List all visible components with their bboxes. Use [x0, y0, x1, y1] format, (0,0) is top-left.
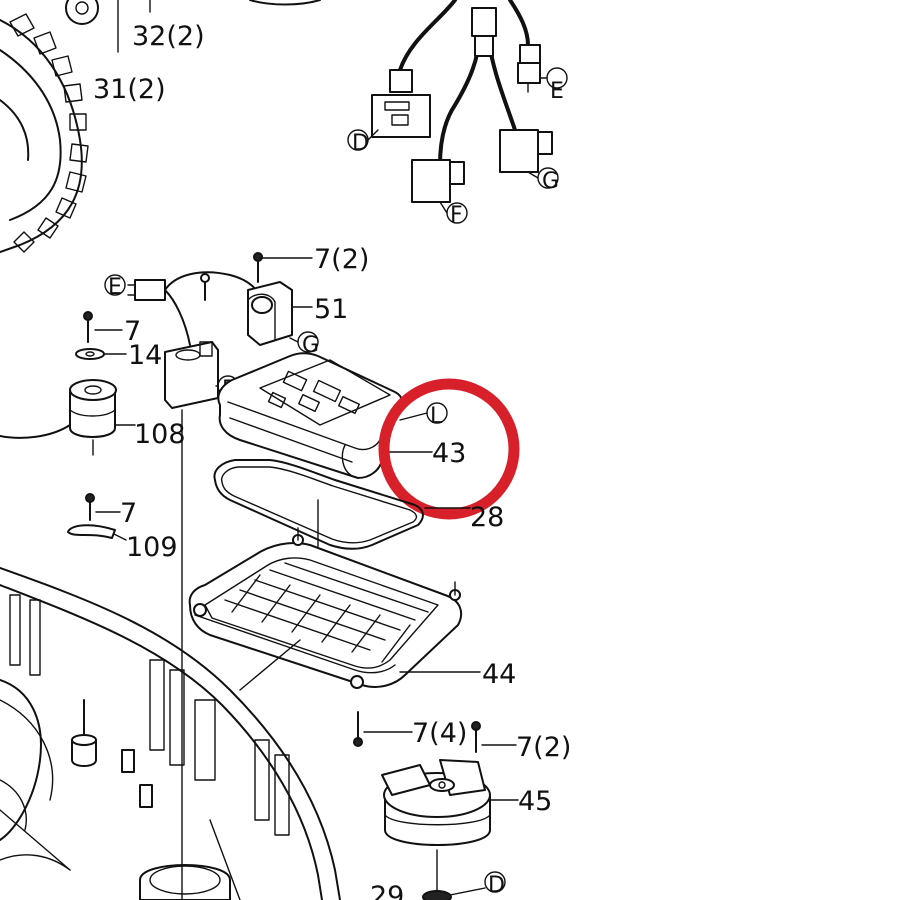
- svg-text:G: G: [302, 333, 319, 358]
- screw-7-2b: [471, 721, 517, 753]
- label-14: 14: [128, 340, 162, 371]
- cable-block-f: [164, 341, 219, 409]
- label-31: 31(2): [93, 74, 166, 105]
- svg-text:E: E: [550, 79, 564, 104]
- label-7-left: 7: [124, 316, 141, 347]
- highlight-circle: [378, 378, 520, 520]
- label-43: 43: [432, 438, 466, 469]
- connector-tag-g1: G: [527, 167, 559, 194]
- connector-tag-e1: E: [539, 67, 568, 104]
- svg-text:D: D: [352, 131, 369, 156]
- top-arc: [249, 0, 321, 6]
- label-28: 28: [470, 502, 504, 533]
- label-51: 51: [314, 294, 348, 325]
- label-7-2b: 7(2): [516, 732, 571, 763]
- svg-text:L: L: [430, 404, 443, 429]
- label-109: 109: [126, 532, 178, 563]
- svg-text:E: E: [108, 275, 122, 300]
- label-29: 29: [370, 881, 404, 900]
- label-44: 44: [482, 659, 516, 690]
- wheel: [0, 0, 99, 253]
- screw-7-4: [353, 711, 413, 747]
- part-51: [247, 252, 313, 346]
- wiring-harness: [371, 0, 553, 203]
- svg-text:G: G: [542, 169, 559, 194]
- connector-tag-g2: G: [289, 331, 319, 358]
- svg-text:F: F: [450, 203, 463, 228]
- screw-washer-108: [0, 311, 136, 456]
- gasket-28: [213, 459, 471, 561]
- label-7-4: 7(4): [412, 718, 467, 749]
- label-7-top: 7(2): [314, 244, 369, 275]
- tray-44: [188, 527, 481, 689]
- screw-109: [67, 493, 127, 541]
- part-45: [381, 759, 519, 900]
- label-108: 108: [134, 419, 186, 450]
- connector-tag-d2: D: [449, 871, 506, 898]
- main-housing: [0, 409, 341, 900]
- label-45: 45: [518, 786, 552, 817]
- label-32: 32(2): [132, 21, 205, 52]
- connector-tag-d1: D: [347, 129, 379, 156]
- svg-text:D: D: [488, 873, 505, 898]
- connector-tag-l1: L: [399, 402, 448, 429]
- label-7-mid: 7: [120, 498, 137, 529]
- connector-tag-e2: E: [104, 274, 126, 300]
- connector-tag-f1: F: [439, 201, 468, 228]
- sensor-cable: [127, 271, 263, 346]
